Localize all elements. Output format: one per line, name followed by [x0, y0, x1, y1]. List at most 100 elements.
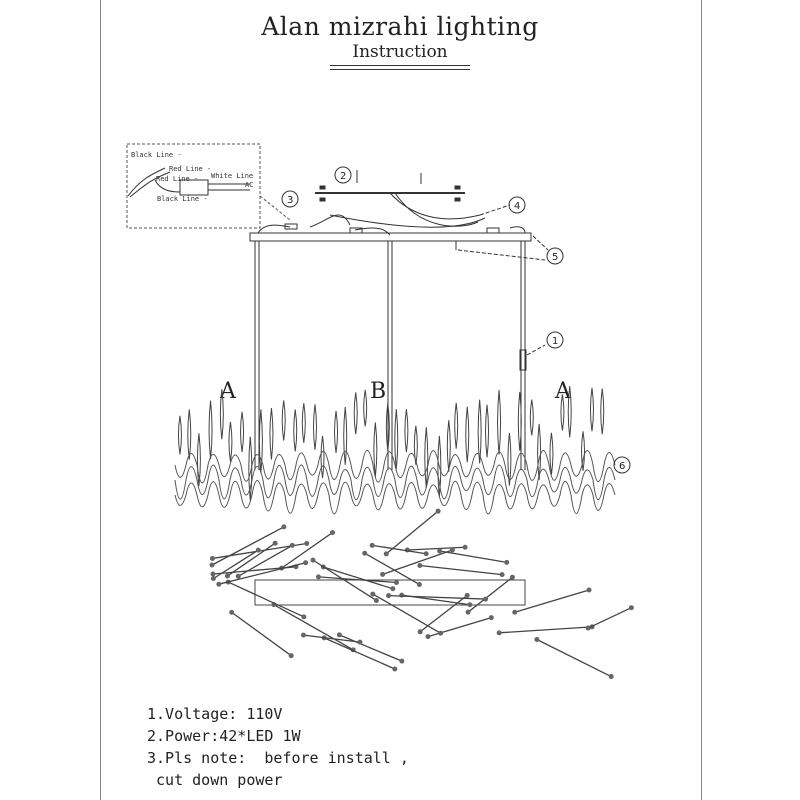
subtitle-underline — [330, 65, 470, 66]
led-candle — [600, 388, 605, 435]
note-warning-cont: cut down power — [147, 771, 283, 789]
led-candle — [497, 389, 502, 455]
arm-line — [339, 634, 403, 662]
arm-line — [312, 559, 377, 602]
arm-tip — [310, 557, 316, 563]
arm-tip — [304, 541, 310, 547]
arm-tip — [449, 547, 455, 553]
note-power: 2.Power:42*LED 1W — [147, 727, 301, 745]
page-title: Alan mizrahi lighting — [261, 12, 539, 41]
led-candle — [465, 406, 470, 463]
callout-2 — [334, 166, 352, 184]
arm-tip — [499, 572, 505, 578]
arm-tip — [383, 551, 389, 557]
arm-tip — [435, 508, 441, 514]
installation-notes: 1.Voltage: 110V 2.Power:42*LED 1W 3.Pls … — [147, 703, 409, 791]
arm-line — [323, 637, 396, 670]
callout-5 — [546, 247, 564, 265]
led-candle — [353, 392, 358, 435]
led-candle — [312, 404, 317, 450]
wire-label: Black Line - — [131, 151, 182, 159]
arm-tip — [512, 609, 518, 615]
arm-tip — [370, 591, 376, 597]
rod-label-b: B — [370, 379, 386, 404]
page-subtitle: Instruction — [352, 42, 448, 62]
arm-tip — [209, 555, 215, 561]
canopy-bar — [249, 204, 549, 261]
arm-tip — [329, 530, 335, 536]
led-candle — [320, 435, 325, 479]
led-candle — [394, 409, 399, 470]
arm-tip — [467, 602, 473, 608]
arm-tip — [425, 634, 431, 640]
arm-tip — [488, 615, 494, 621]
bottom-view-drawing — [209, 508, 634, 680]
callout-number: 2 — [340, 171, 346, 182]
led-candle — [228, 421, 233, 462]
frame-outline — [254, 579, 526, 606]
arm-tip — [504, 559, 510, 565]
arm-tip — [534, 637, 540, 643]
arm-line — [372, 544, 427, 555]
callout-number: 3 — [287, 195, 293, 206]
wire-label: White Line — [211, 172, 253, 180]
arm-line — [514, 589, 590, 613]
arm-tip — [390, 586, 396, 592]
wire-label: AC — [245, 181, 253, 189]
led-candle — [208, 400, 213, 460]
arm-line — [427, 617, 492, 638]
led-candle — [363, 389, 368, 427]
arm-line — [372, 593, 441, 634]
arm-line — [385, 510, 439, 555]
arm-line — [467, 576, 513, 613]
arm-tip — [438, 630, 444, 636]
arm-tip — [255, 547, 261, 553]
arm-tip — [437, 548, 443, 554]
led-candle — [413, 425, 418, 465]
callout-number: 6 — [619, 461, 625, 472]
arm-tip — [210, 571, 216, 577]
arm-line — [273, 604, 354, 651]
arm-line — [499, 626, 593, 634]
ceiling-plate — [315, 170, 481, 227]
led-candle — [293, 409, 298, 452]
rod-label-a-right: A — [554, 379, 572, 404]
wiring-inset: Black Line - Red Line - Red Line - White… — [126, 143, 291, 229]
arm-tip — [288, 653, 294, 659]
arm-tip — [224, 573, 230, 579]
callout-4 — [508, 196, 526, 214]
arm-tip — [585, 625, 591, 631]
arm-tip — [416, 581, 422, 587]
arm-tip — [216, 581, 222, 587]
rod-label-a-left: A — [219, 379, 237, 404]
led-candle — [385, 402, 390, 452]
arm-line — [231, 611, 292, 657]
subtitle-underline-2 — [330, 69, 470, 70]
callout-6 — [613, 456, 631, 474]
arm-line — [536, 638, 612, 678]
led-candle — [537, 423, 542, 480]
led-candle — [258, 409, 263, 474]
callout-numbers: 1 2 3 4 5 6 — [287, 171, 625, 472]
arm-line — [227, 581, 305, 618]
arm-line — [419, 564, 503, 576]
led-candle — [424, 427, 429, 488]
led-candle — [560, 394, 565, 431]
led-candle — [240, 411, 245, 453]
note-warning: 3.Pls note: before install , — [147, 749, 409, 767]
led-candle — [219, 389, 224, 440]
arm-line — [237, 544, 293, 577]
arm-line — [364, 552, 420, 586]
led-candle — [454, 402, 459, 449]
arm-tip — [465, 609, 471, 615]
arm-line — [211, 526, 285, 566]
led-candle — [485, 404, 490, 458]
arm-line — [303, 634, 361, 643]
arm-line — [318, 576, 397, 584]
wire-label: Red Line - — [156, 175, 198, 183]
led-candle-array — [174, 386, 616, 515]
led-candle — [404, 409, 409, 453]
arm-line — [281, 532, 333, 569]
arm-tip — [229, 609, 235, 615]
arm-line — [213, 549, 259, 580]
